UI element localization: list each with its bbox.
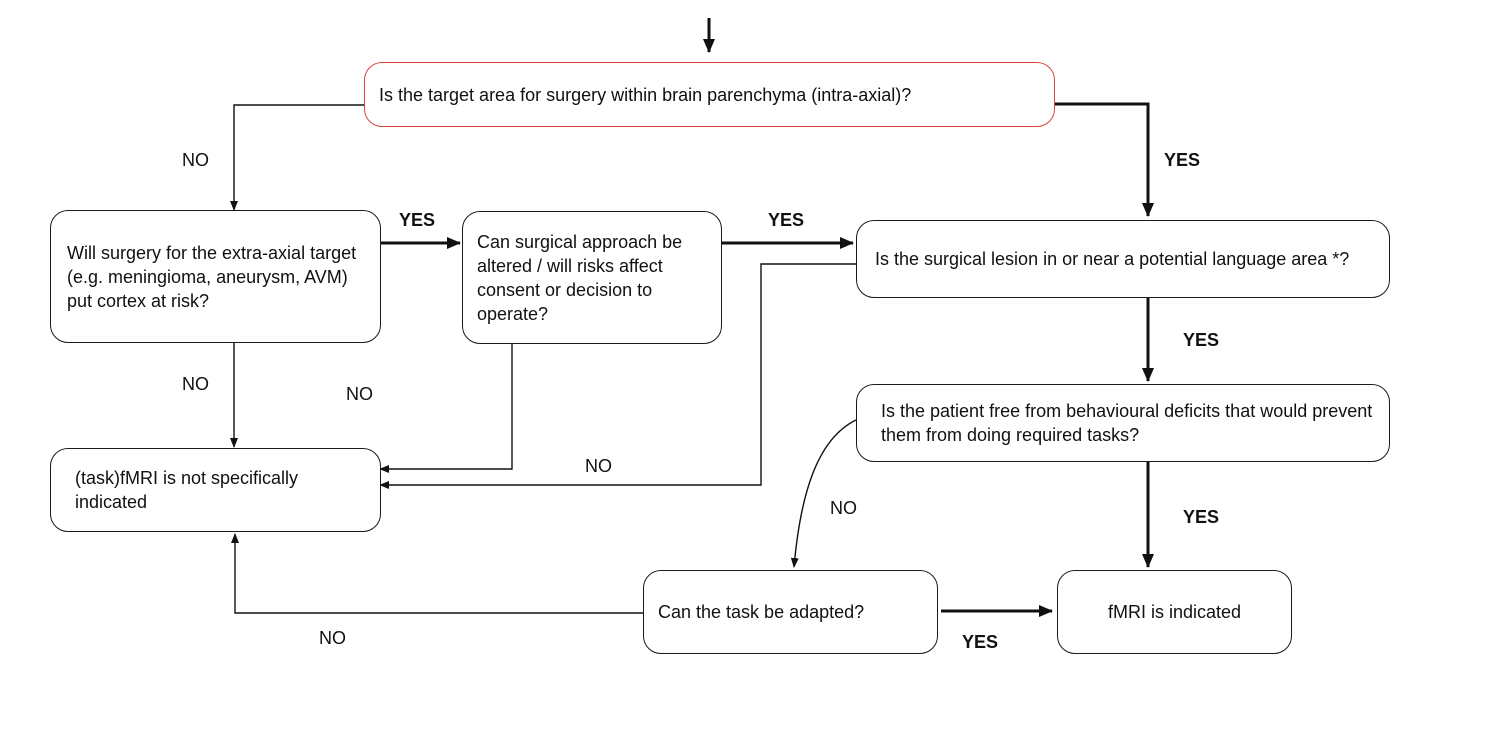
label-intra-yes: YES [1164, 150, 1201, 170]
node-language-question: Is the surgical lesion in or near a pote… [856, 220, 1390, 298]
node-behaviour-text: Is the patient free from behavioural def… [881, 401, 1373, 445]
arrow-behaviour-no [790, 419, 857, 568]
node-not-indicated-text: (task)fMRI is not specifically indicated [75, 468, 299, 512]
arrow-approach-no [379, 343, 513, 473]
arrow-adapt-no [231, 533, 643, 614]
node-approach-text: Can surgical approach be altered / will … [477, 231, 683, 324]
arrow-language-no [379, 263, 856, 489]
node-intra-axial-text: Is the target area for surgery within br… [379, 84, 912, 105]
arrow-intra-yes [1054, 102, 1154, 217]
label-language-yes: YES [1183, 330, 1220, 350]
label-extra-yes: YES [399, 210, 436, 230]
arrow-intra-no [230, 104, 364, 211]
node-not-indicated-result: (task)fMRI is not specifically indicated [50, 448, 381, 532]
label-adapt-yes: YES [962, 632, 999, 652]
label-adapt-no: NO [319, 628, 346, 648]
label-behaviour-no: NO [830, 498, 857, 518]
label-behaviour-yes: YES [1183, 507, 1220, 527]
node-extra-axial-question: Will surgery for the extra-axial target … [50, 210, 381, 343]
node-approach-question: Can surgical approach be altered / will … [462, 211, 722, 344]
label-approach-yes: YES [768, 210, 805, 230]
label-approach-no: NO [346, 384, 373, 404]
node-indicated-text: fMRI is indicated [1107, 602, 1242, 622]
label-language-no: NO [585, 456, 612, 476]
label-intra-no: NO [182, 150, 209, 170]
node-behaviour-question: Is the patient free from behavioural def… [856, 384, 1390, 462]
node-language-text: Is the surgical lesion in or near a pote… [875, 249, 1350, 269]
label-extra-no: NO [182, 374, 209, 394]
node-extra-axial-text: Will surgery for the extra-axial target … [67, 242, 357, 311]
node-indicated-result: fMRI is indicated [1057, 570, 1292, 654]
node-adapt-question: Can the task be adapted? [643, 570, 938, 654]
node-intra-axial-question: Is the target area for surgery within br… [364, 62, 1055, 127]
node-adapt-text: Can the task be adapted? [658, 602, 865, 622]
